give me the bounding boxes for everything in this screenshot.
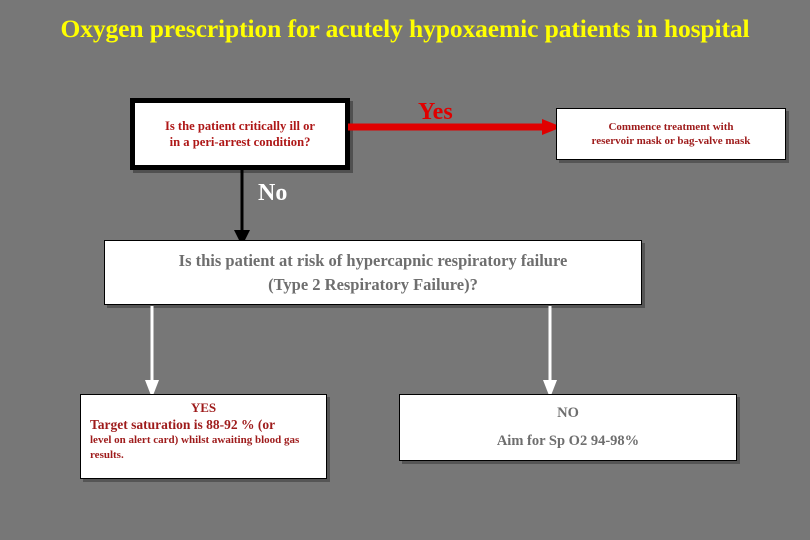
yes-outcome-line1: Target saturation is 88-92 % (or [90,417,276,432]
yes-outcome-line2: level on alert card) whilst awaiting blo… [90,434,300,461]
arrow-to-no-outcome [543,306,557,398]
yes-outcome-heading: YES [190,400,217,415]
edge-label-yes: Yes [418,99,453,125]
commence-treatment-line2: reservoir mask or bag-valve mask [591,135,751,147]
node-no-outcome: NO Aim for Sp O2 94-98% [399,394,737,461]
arrow-to-yes-outcome [145,306,159,398]
node-hypercapnic-question: Is this patient at risk of hypercapnic r… [104,240,642,305]
arrow-yes-to-commence [348,119,562,135]
page-title: Oxygen prescription for acutely hypoxaem… [60,14,750,43]
node-yes-outcome: YES Target saturation is 88-92 % (or lev… [80,394,327,479]
edge-label-no: No [258,180,288,206]
commence-treatment-line1: Commence treatment with [608,120,734,133]
hypercapnic-question-line2: (Type 2 Respiratory Failure)? [268,274,478,294]
no-outcome-heading: NO [557,405,579,421]
critical-question-line2: in a peri-arrest condition? [169,135,311,149]
node-critical-question: Is the patient critically ill or in a pe… [130,98,350,170]
critical-question-line1: Is the patient critically ill or [164,119,316,133]
arrow-no-to-hypercapnic [234,168,250,246]
node-commence-treatment: Commence treatment with reservoir mask o… [556,108,786,160]
no-outcome-line1: Aim for Sp O2 94-98% [496,433,640,449]
hypercapnic-question-line1: Is this patient at risk of hypercapnic r… [178,250,568,270]
